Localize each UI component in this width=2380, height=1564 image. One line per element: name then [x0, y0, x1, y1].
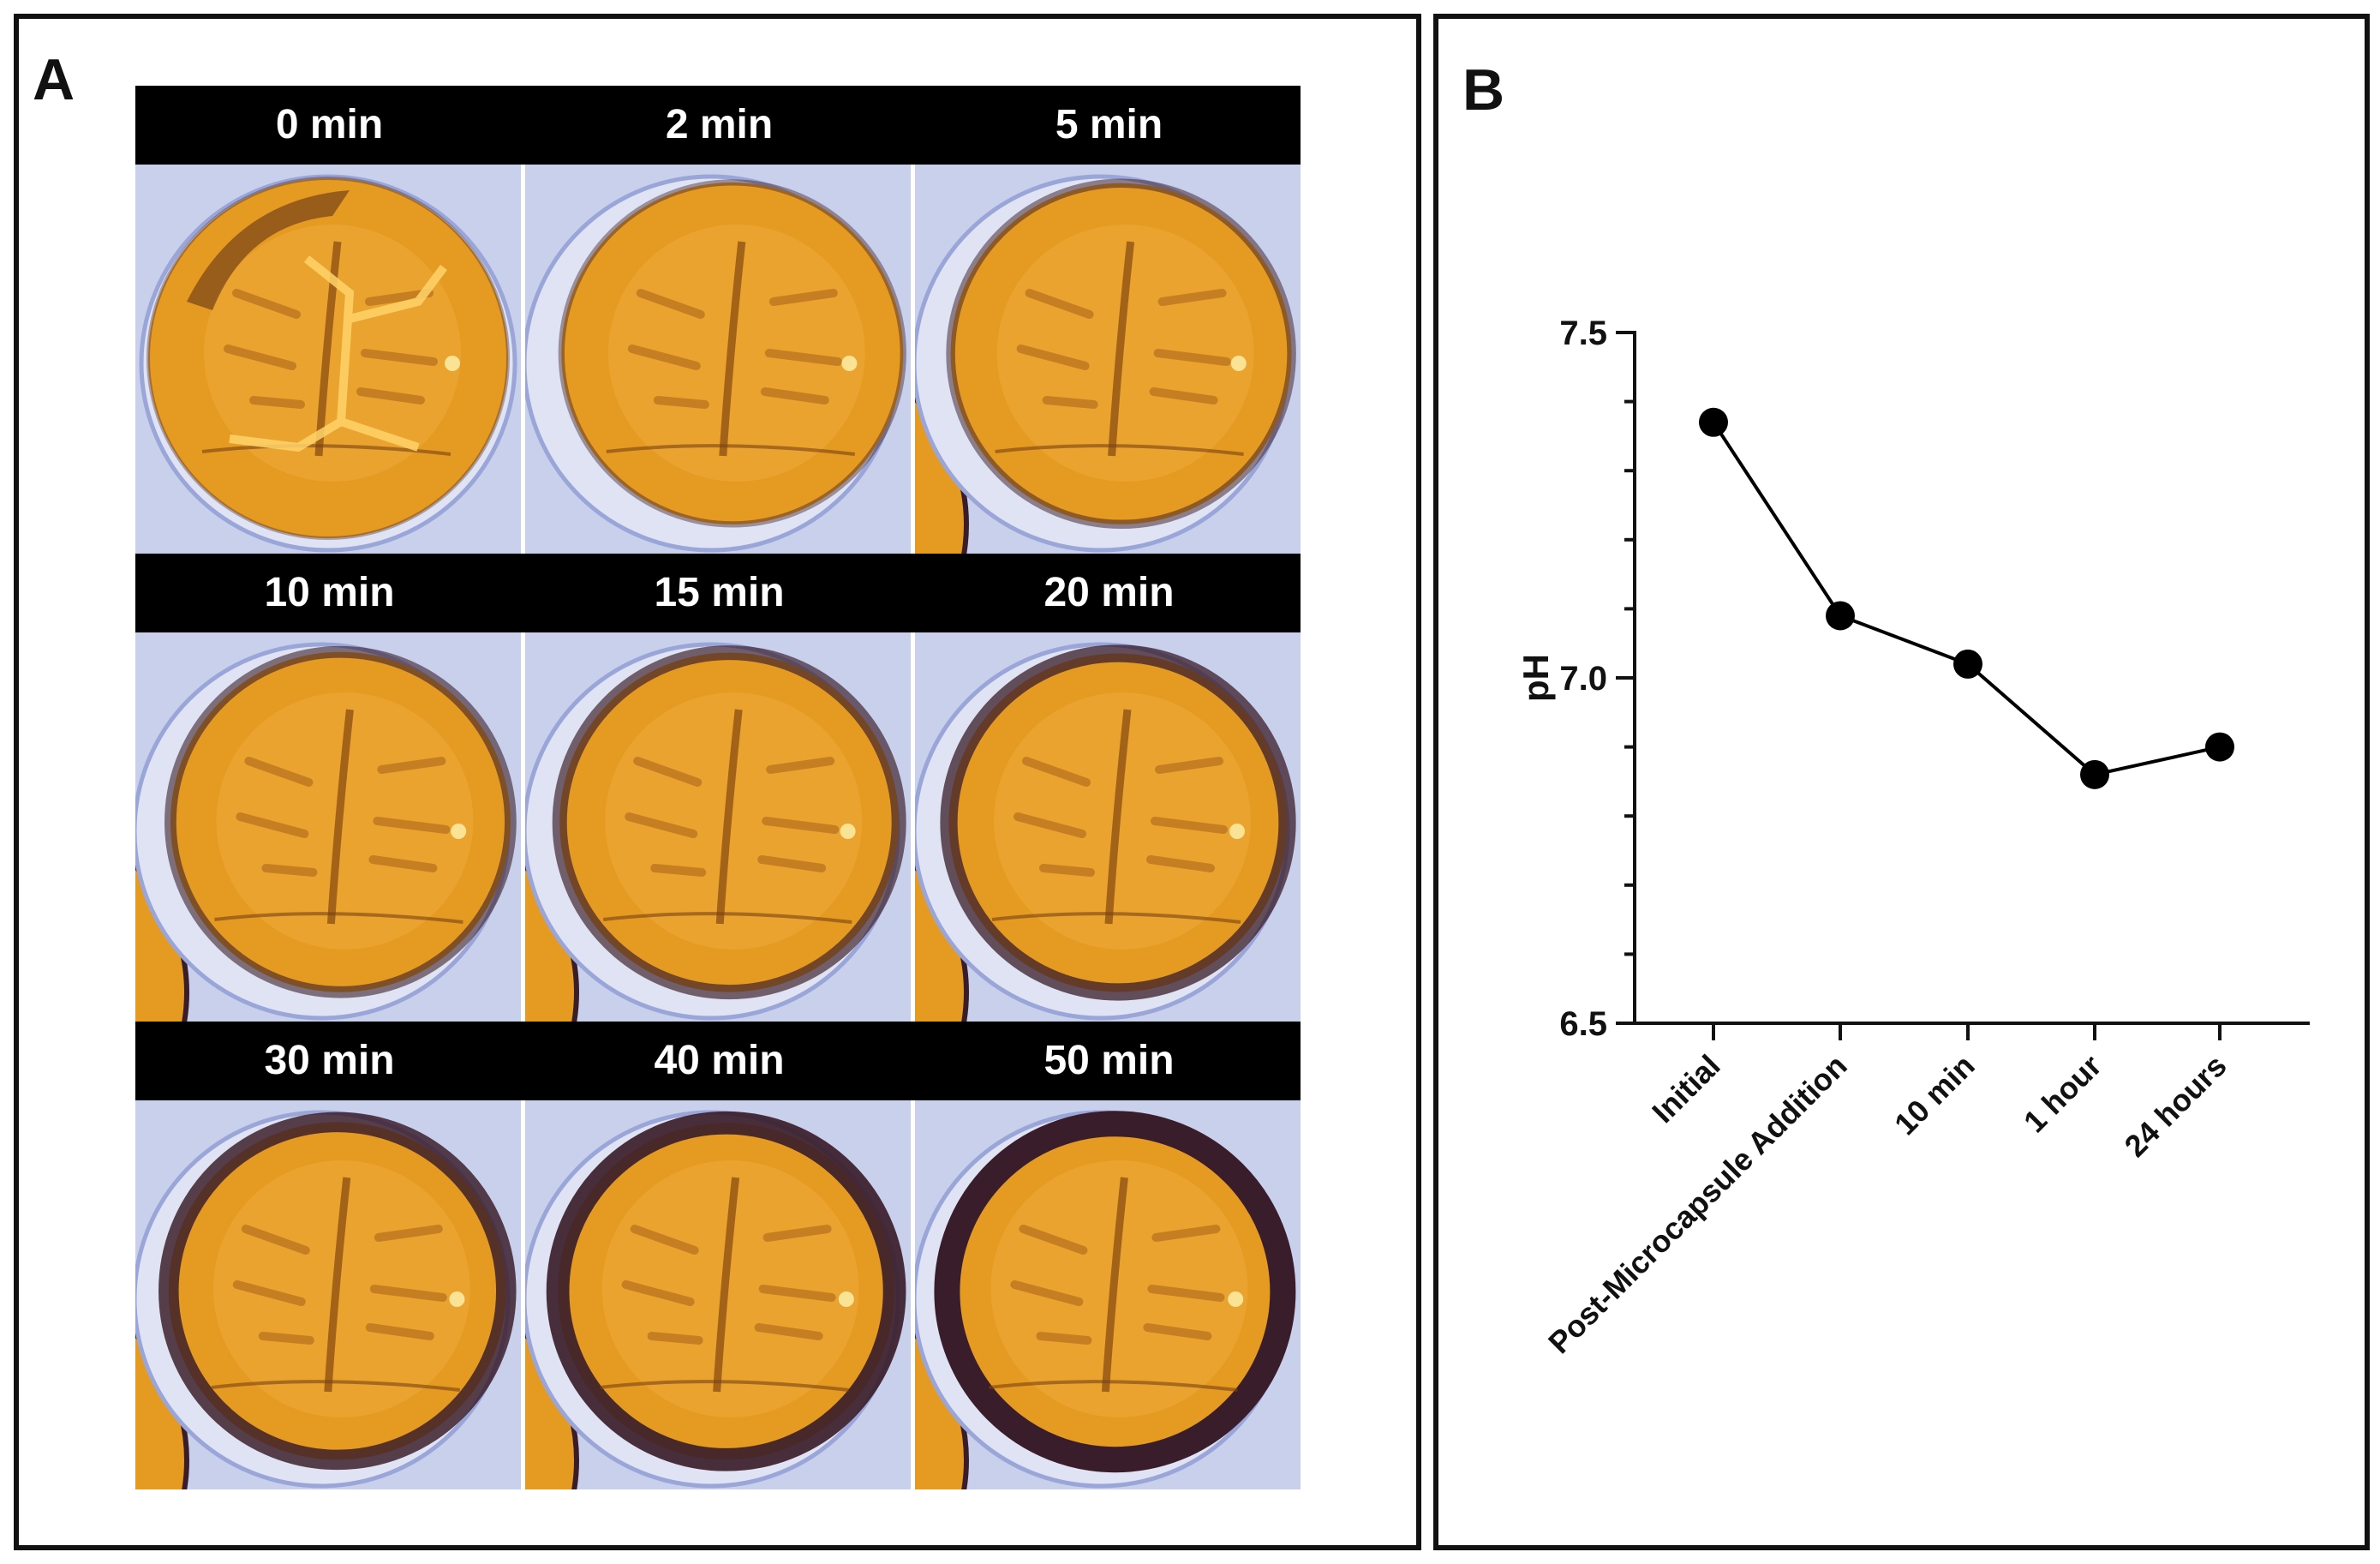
- time-banner: [135, 1022, 1301, 1100]
- data-point: [2080, 759, 2109, 789]
- data-point: [1699, 407, 1728, 437]
- time-label: 50 min: [1043, 1038, 1175, 1083]
- series-line: [1712, 421, 2221, 777]
- panel-a: A 0 min 2 min 5 min 10 min 15 min 20 min 30 mi…: [14, 14, 1421, 1550]
- x-tick-label: Initial: [1645, 1048, 1726, 1130]
- time-label: 40 min: [654, 1038, 785, 1083]
- time-label: 5 min: [1055, 102, 1163, 147]
- panel-b-label: B: [1462, 57, 1505, 123]
- y-tick-label: 7.5: [1559, 315, 1607, 352]
- time-banner: [135, 554, 1301, 632]
- time-label: 10 min: [264, 570, 395, 615]
- microcapsule-image: [525, 1100, 911, 1489]
- y-tick-label: 7.0: [1559, 660, 1607, 698]
- microcapsule-image: [915, 165, 1301, 554]
- x-tick-label: 1 hour: [2017, 1048, 2108, 1140]
- x-tick-label: 24 hours: [2118, 1048, 2233, 1164]
- y-tick-label: 6.5: [1559, 1005, 1607, 1043]
- time-label: 2 min: [665, 102, 774, 147]
- data-point: [1826, 601, 1855, 631]
- time-label: 30 min: [264, 1038, 395, 1083]
- time-label: 15 min: [654, 570, 785, 615]
- microcapsule-image: [915, 1100, 1301, 1489]
- y-axis-label: pH: [1516, 654, 1556, 702]
- data-point: [1953, 649, 1982, 679]
- time-label: 20 min: [1043, 570, 1175, 615]
- x-tick-label: 10 min: [1887, 1048, 1982, 1142]
- microcapsule-image: [915, 632, 1301, 1022]
- microcapsule-image: [525, 632, 911, 1022]
- time-banner: [135, 86, 1301, 165]
- data-point: [2205, 732, 2234, 762]
- time-label: 0 min: [275, 102, 384, 147]
- microcapsule-image: [135, 165, 521, 554]
- microcapsule-image: [525, 165, 911, 554]
- microcapsule-image: [135, 1100, 521, 1489]
- microcapsule-image: [135, 632, 521, 1022]
- panel-a-label: A: [33, 47, 75, 112]
